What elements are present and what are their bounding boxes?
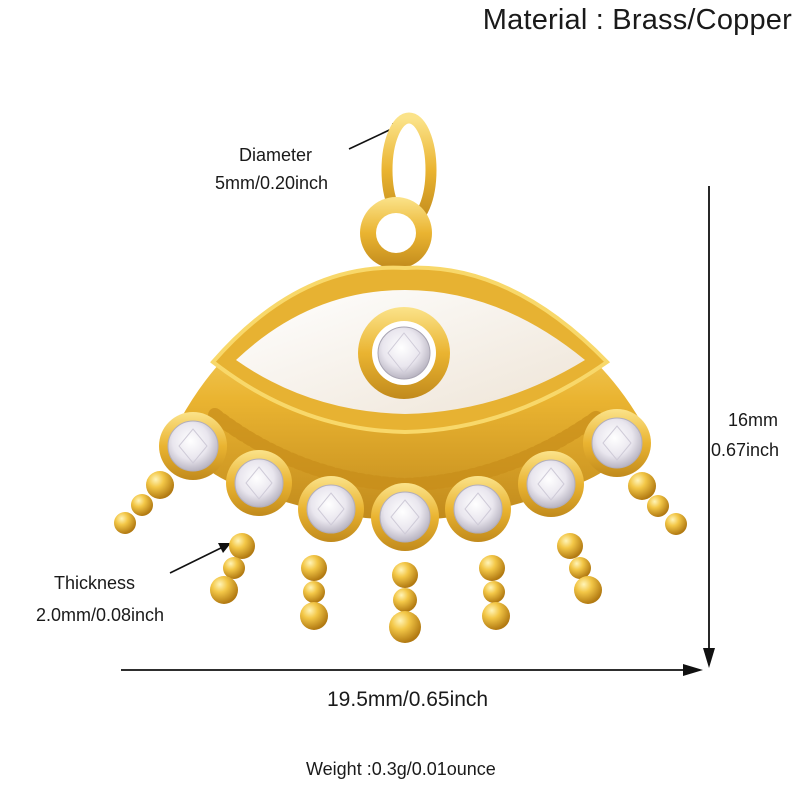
width-label: 19.5mm/0.65inch [327,688,489,711]
fringe-drops [114,471,687,643]
thickness-label: Thickness [54,573,136,593]
height-mm-label: 16mm [728,410,779,430]
diameter-value: 5mm/0.20inch [215,173,329,193]
weight-label: Weight :0.3g/0.01ounce [306,759,496,779]
center-gem-setting [358,307,450,399]
width-arrow [121,664,703,676]
thickness-value: 2.0mm/0.08inch [36,605,165,625]
diameter-label: Diameter [239,145,313,165]
material-title: Material : Brass/Copper [482,4,792,36]
bail-loop [360,197,432,269]
thickness-arrow [169,543,231,574]
crystal-row [159,409,651,551]
height-arrow [703,186,715,668]
height-inch-label: 0.67inch [711,440,780,460]
